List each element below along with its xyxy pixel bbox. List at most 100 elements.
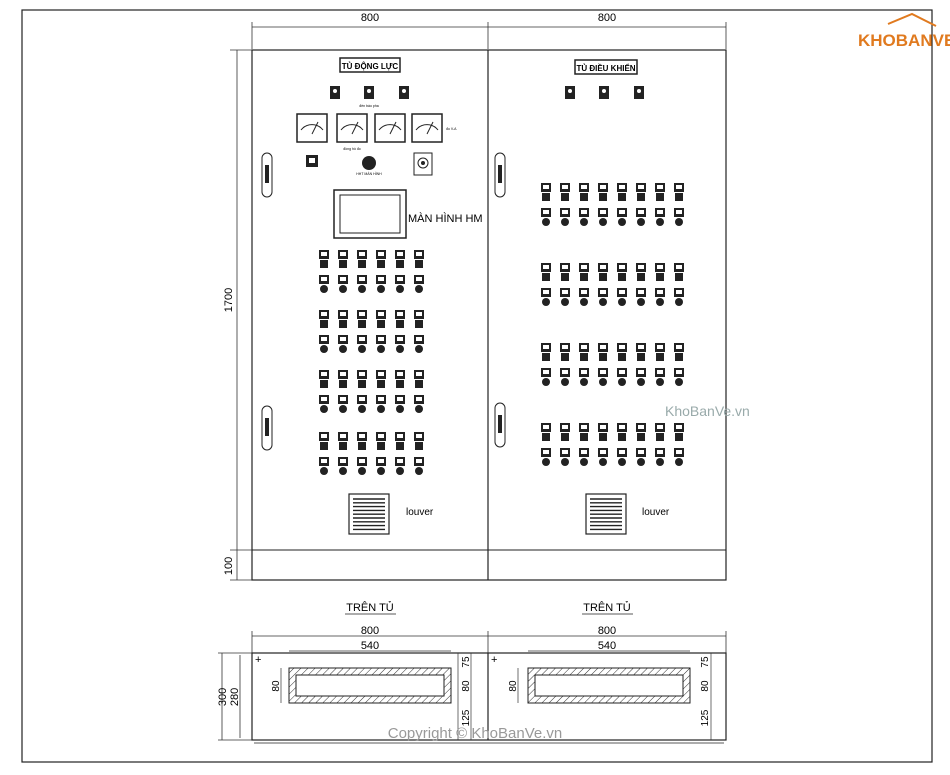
switch-module [395, 432, 405, 450]
power-button-matrix [319, 250, 424, 475]
dim-inner-left: 540 [361, 640, 379, 652]
switch-module [541, 208, 551, 226]
switch-module [636, 343, 646, 361]
top-view-marker-left: + [255, 654, 261, 666]
dim-top-right: 800 [598, 625, 616, 637]
switch-module [636, 208, 646, 226]
height-dimension-lines [230, 49, 252, 581]
dim-depth-inner: 280 [229, 688, 241, 706]
switch-module [674, 263, 684, 281]
switch-module [376, 432, 386, 450]
dim-width-right: 800 [598, 12, 616, 24]
switch-module [414, 275, 424, 293]
switch-module [579, 423, 589, 441]
switch-module [376, 370, 386, 388]
dim-slot-left: 80 [271, 680, 282, 692]
switch-module [617, 343, 627, 361]
switch-module [636, 288, 646, 306]
switch-module [598, 288, 608, 306]
switch-module [338, 275, 348, 293]
switch-module [598, 183, 608, 201]
switch-module [338, 432, 348, 450]
switch-module [357, 457, 367, 475]
cable-slot-right [527, 667, 691, 704]
switch-module [541, 183, 551, 201]
switch-module [395, 395, 405, 413]
switch-module [636, 183, 646, 201]
switch-module [560, 263, 570, 281]
louver-vent-right [585, 493, 627, 535]
switch-module [357, 370, 367, 388]
switch-module [674, 288, 684, 306]
drawing-frame [21, 9, 933, 763]
top-view-label-right: TRÊN TỦ [583, 601, 631, 614]
switch-module [636, 368, 646, 386]
selector-caption: HHT MÀN HÌNH [356, 172, 382, 176]
dim-top-gap-left: 75 [461, 656, 472, 668]
switch-module [617, 448, 627, 466]
switch-module [655, 423, 665, 441]
analog-meters [296, 113, 443, 143]
switch-module [319, 335, 329, 353]
switch-module [338, 395, 348, 413]
switch-module [414, 250, 424, 268]
dim-height: 1700 [223, 288, 235, 312]
switch-module [395, 250, 405, 268]
dim-inner-right: 540 [598, 640, 616, 652]
cabinet-outline [251, 49, 727, 581]
switch-module [376, 250, 386, 268]
meter-caption: đồng hồ đo [343, 147, 361, 151]
dim-slot-right-a: 80 [461, 680, 472, 692]
switch-module [414, 335, 424, 353]
switch-module [541, 423, 551, 441]
switch-module [598, 208, 608, 226]
meter-caption-right: đo V-A [446, 127, 457, 131]
switch-module [655, 208, 665, 226]
switch-module [414, 370, 424, 388]
switch-module [560, 368, 570, 386]
switch-module [414, 395, 424, 413]
switch-module [395, 370, 405, 388]
switch-module [674, 368, 684, 386]
hmi-label: MÀN HÌNH HM [408, 212, 483, 225]
switch-module [560, 288, 570, 306]
switch-module [560, 208, 570, 226]
switch-module [319, 310, 329, 328]
switch-module [395, 310, 405, 328]
dim-top-gap-right: 75 [700, 656, 711, 668]
power-title-box [339, 57, 401, 73]
switch-module [541, 448, 551, 466]
switch-module [357, 310, 367, 328]
top-view-label-left: TRÊN TỦ [346, 601, 394, 614]
switch-module [414, 457, 424, 475]
door-handles [261, 152, 506, 451]
switch-module [541, 343, 551, 361]
khobanve-logo: KHOBANVE [858, 12, 950, 50]
switch-module [357, 395, 367, 413]
switch-module [617, 368, 627, 386]
switch-module [598, 263, 608, 281]
dim-depth: 300 [217, 688, 229, 706]
dim-base: 100 [223, 557, 235, 575]
switch-module [541, 288, 551, 306]
logo-text: KHOBANVE [858, 31, 950, 50]
switch-module [376, 310, 386, 328]
switch-module [357, 432, 367, 450]
switch-module [395, 275, 405, 293]
switch-module [598, 423, 608, 441]
control-title-box [574, 59, 638, 75]
switch-module [376, 335, 386, 353]
switch-module [319, 432, 329, 450]
cable-slot-left [288, 667, 452, 704]
switch-module [674, 423, 684, 441]
control-cabinet-title: TỦ ĐIỀU KHIỂN [576, 63, 635, 73]
switch-module [636, 263, 646, 281]
switch-module [395, 457, 405, 475]
switch-module [674, 183, 684, 201]
switch-module [617, 263, 627, 281]
switch-module [560, 423, 570, 441]
top-view-marker-right: + [491, 654, 497, 666]
dim-top-left: 800 [361, 625, 379, 637]
switch-module [579, 208, 589, 226]
